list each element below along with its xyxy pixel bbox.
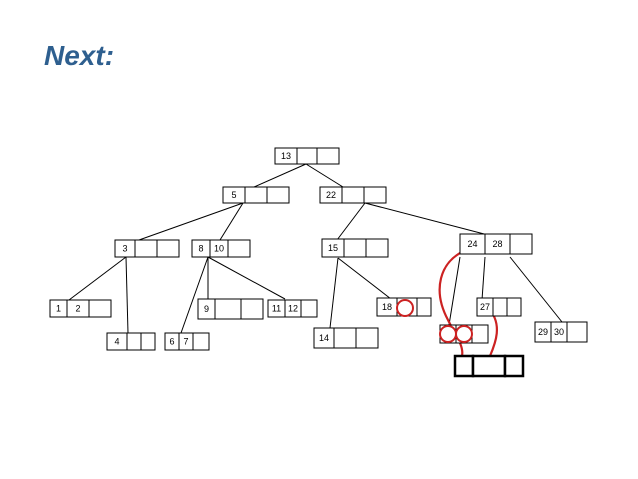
tree-node: 15 [321,238,389,258]
key-label: 12 [288,304,298,314]
key-label: 22 [326,190,336,200]
key-cell [316,147,340,165]
key-cell [509,233,533,255]
key-cell [227,239,251,258]
tree-node: 27 [476,297,522,317]
deleted-key-marker [455,325,473,343]
key-cell [126,332,142,351]
key-cell [492,297,508,317]
tree-node: 4 [106,332,156,351]
key-cell [566,321,588,343]
key-cell [88,299,112,318]
tree-node: 24 28 [459,233,533,255]
key-cell [341,186,365,204]
key-cell [363,186,387,204]
key-label: 11 [272,304,281,314]
key-cell [503,354,525,378]
key-label: 24 [467,239,477,249]
key-label: 2 [75,304,80,314]
key-cell [416,297,432,317]
tree-node: 22 [319,186,387,204]
key-label: 1 [56,304,61,314]
key-label: 9 [204,304,209,314]
key-cell [453,354,475,378]
key-cell [244,186,268,204]
key-cell [333,327,357,349]
key-cell [156,239,180,258]
key-cell [192,332,210,351]
key-cell [140,332,156,351]
key-label: 5 [231,190,236,200]
key-label: 3 [122,244,127,254]
key-label: 14 [319,333,329,343]
key-label: 10 [214,244,224,254]
key-cell [355,327,379,349]
key-cell [471,324,489,344]
key-cell [214,298,242,320]
key-label: 6 [169,337,174,347]
tree-node [439,324,489,344]
key-cell [343,238,367,258]
key-label: 30 [554,327,564,337]
key-cell [296,147,318,165]
tree-node: 11 12 [267,299,318,318]
tree-node: 13 [274,147,340,165]
tree-node: 29 30 [534,321,588,343]
tree-node: 9 [197,298,264,320]
key-cell [266,186,290,204]
key-label: 15 [328,243,338,253]
key-label: 27 [480,302,490,312]
highlight-circles [396,299,473,343]
key-cell [134,239,158,258]
key-cell [471,354,507,378]
key-label: 13 [281,151,291,161]
tree-node: 5 [222,186,290,204]
tree-node: 3 [114,239,180,258]
key-label: 8 [198,244,203,254]
key-label: 28 [492,239,502,249]
key-label: 7 [183,337,188,347]
key-cell [506,297,522,317]
key-label: 18 [382,302,392,312]
tree-node: 8 10 [191,239,251,258]
slide-title: Next: [44,40,115,71]
deleted-key-marker [396,299,414,317]
key-cell [365,238,389,258]
tree-node: 14 [313,327,379,349]
key-label: 4 [114,337,119,347]
tree-node [453,354,525,378]
key-label: 29 [538,327,548,337]
key-cell [300,299,318,318]
tree-edges [68,163,563,334]
key-cell [240,298,264,320]
